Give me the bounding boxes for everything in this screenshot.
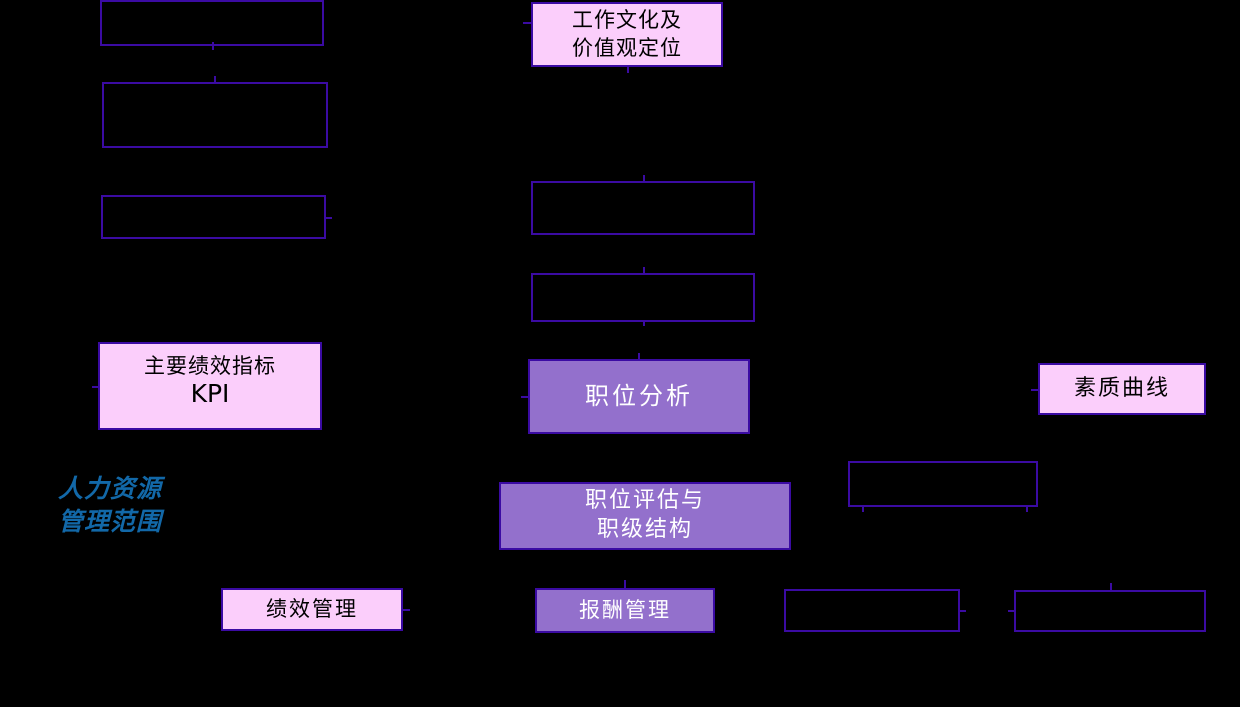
node-box-tl-3[interactable] [101,195,326,239]
node-compensation-mgmt[interactable]: 报酬管理 [535,588,715,633]
connector-stub-kpi-left [92,386,99,388]
connector-stub-mid-1 [643,175,645,183]
connector-stub-job-analysis-left [521,396,530,398]
node-box-mid-2[interactable] [531,273,755,322]
node-performance-mgmt[interactable]: 绩效管理 [221,588,403,631]
connector-stub-culture-left [523,22,532,24]
connector-stub-tl-1 [212,42,214,50]
connector-stub-bottom-1-right [959,610,966,612]
node-box-bottom-1[interactable] [784,589,960,632]
node-box-right-1[interactable] [848,461,1038,507]
connector-stub-bottom-2-left [1008,610,1015,612]
node-box-tl-2[interactable] [102,82,328,148]
node-label: 工作文化及 价值观定位 [572,8,682,60]
node-label: 素质曲线 [1073,375,1170,401]
node-work-culture-values[interactable]: 工作文化及 价值观定位 [531,2,723,67]
connector-stub-job-analysis [638,353,640,361]
connector-stub-mid-2 [643,267,645,275]
connector-stub-culture [627,66,629,73]
connector-stub-compensation [624,580,626,589]
node-box-bottom-2[interactable] [1014,590,1206,632]
node-label: 职位分析 [585,381,693,410]
node-competency-curve[interactable]: 素质曲线 [1038,363,1206,415]
connector-stub-right-1-a [862,506,864,512]
node-label: 职位评估与 职级结构 [584,488,705,542]
node-label: 主要绩效指标 [144,354,276,378]
node-label: 绩效管理 [266,596,358,621]
node-kpi[interactable]: 主要绩效指标 KPI [98,342,322,430]
node-label: 报酬管理 [579,597,671,622]
connector-stub-mid-3 [643,320,645,326]
connector-stub-tl-3-right [326,217,332,219]
node-box-tl-1[interactable] [100,0,324,46]
connector-stub-performance-right [403,609,410,611]
node-job-eval-grade[interactable]: 职位评估与 职级结构 [499,482,791,550]
connector-stub-competency-left [1031,389,1039,391]
node-box-mid-1[interactable] [531,181,755,235]
connector-stub-tl-2 [214,76,216,84]
connector-stub-bottom-2-top [1110,583,1112,591]
node-sublabel: KPI [190,378,230,408]
scope-label-text: 人力资源 管理范围 [58,474,163,536]
connector-stub-right-1-b [1026,506,1028,512]
node-job-analysis[interactable]: 职位分析 [528,359,750,434]
